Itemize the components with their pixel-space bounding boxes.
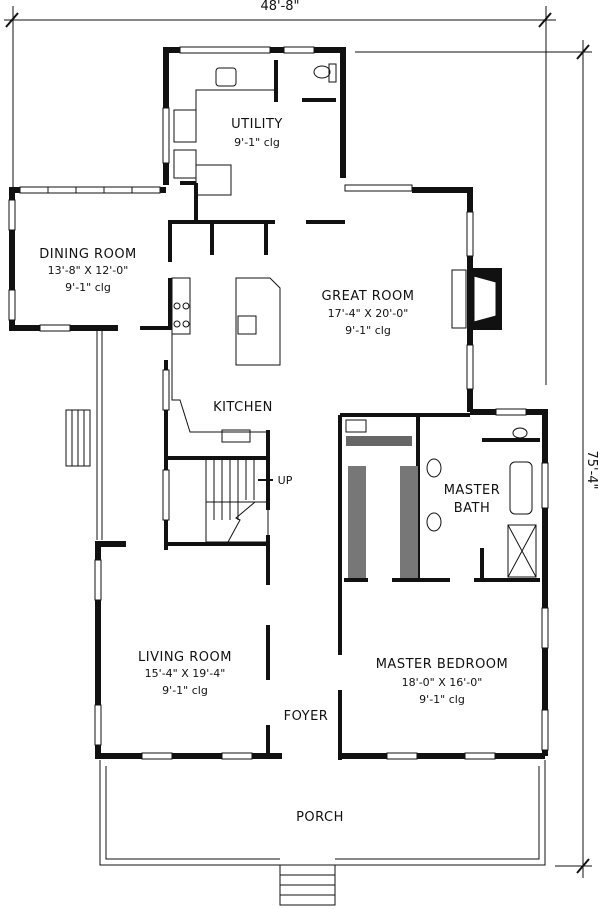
master-bath-label-line2: BATH	[454, 501, 491, 516]
great-room-walls	[344, 184, 502, 412]
kitchen-label: KITCHEN	[213, 400, 273, 415]
living-room-ceiling: 9'-1" clg	[162, 684, 208, 697]
width-dimension: 48'-8"	[4, 0, 556, 385]
utility-ceiling: 9'-1" clg	[234, 136, 280, 149]
dining-room-label: DINING ROOM	[39, 247, 137, 262]
living-room-walls	[94, 541, 545, 760]
width-dimension-label: 48'-8"	[260, 0, 299, 14]
dining-walls	[8, 186, 172, 332]
great-room-ceiling: 9'-1" clg	[345, 324, 391, 337]
foyer-label: FOYER	[284, 709, 329, 724]
master-bedroom-label: MASTER BEDROOM	[376, 657, 509, 672]
master-bedroom-size: 18'-0" X 16'-0"	[402, 676, 483, 689]
staircase	[168, 457, 270, 585]
master-suite-walls	[338, 408, 549, 760]
utility-walls	[162, 46, 346, 262]
porch-label: PORCH	[296, 810, 344, 825]
master-bath-label-line1: MASTER	[444, 483, 501, 498]
master-bedroom-ceiling: 9'-1" clg	[419, 693, 465, 706]
front-porch	[99, 760, 546, 906]
side-porch	[65, 330, 103, 540]
utility-label: UTILITY	[231, 117, 283, 132]
stairs-up-label: UP	[278, 474, 293, 487]
depth-dimension-label: 75'-4"	[584, 450, 599, 489]
depth-dimension: 75'-4"	[355, 40, 599, 878]
dining-room-size: 13'-8" X 12'-0"	[48, 264, 129, 277]
living-room-label: LIVING ROOM	[138, 650, 232, 665]
dining-room-ceiling: 9'-1" clg	[65, 281, 111, 294]
great-room-label: GREAT ROOM	[322, 289, 415, 304]
living-room-size: 15'-4" X 19'-4"	[145, 667, 226, 680]
great-room-size: 17'-4" X 20'-0"	[328, 307, 409, 320]
